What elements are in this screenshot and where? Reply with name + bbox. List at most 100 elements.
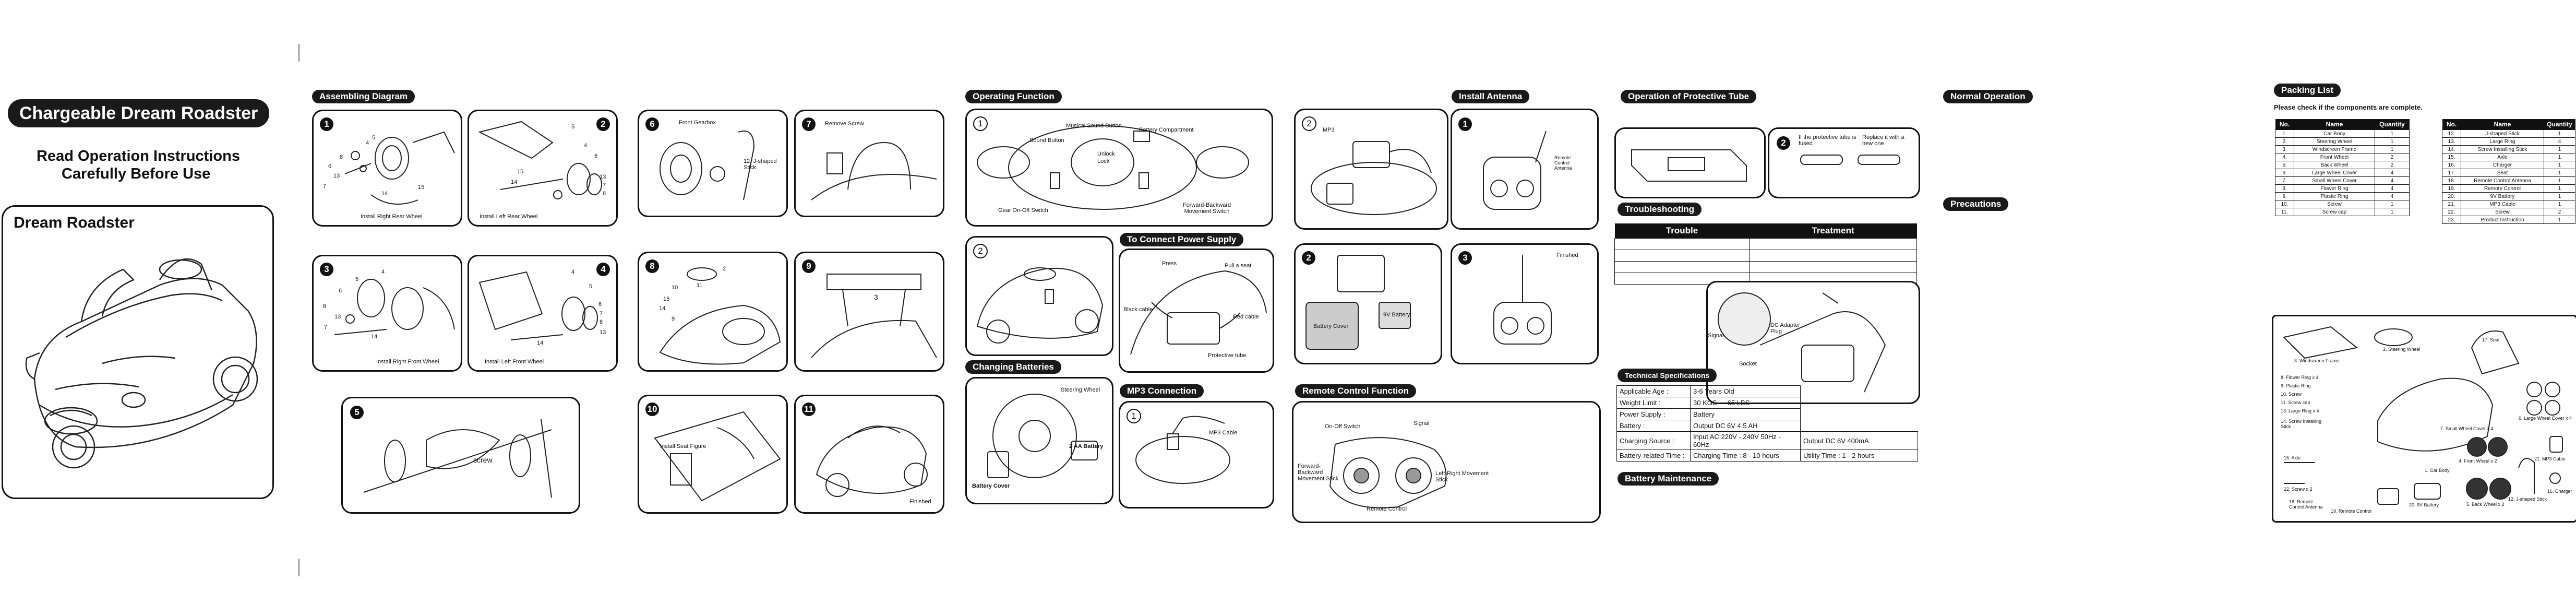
table-cell: Back Wheel [2294,161,2375,169]
assembly-step-8-panel: 8 2 10 11 15 14 9 [638,252,788,372]
step-number: 3 [1458,251,1472,265]
label: 7 [600,311,603,317]
table-cell: 2 [2375,161,2410,169]
steering-wheel-battery-icon [987,394,1098,478]
table-cell: 23. [2442,216,2461,224]
battery-insert-icon [1305,255,1411,350]
table-cell: 3. [2275,145,2294,153]
table-cell: 8. [2275,184,2294,193]
label: Install Seat Figure [660,443,706,450]
table-cell: 2 [2544,208,2575,216]
protective-tube-step-1 [1614,127,1766,198]
table-cell: 6. [2275,169,2294,177]
table-row [1614,261,1917,273]
label: 8 [603,191,606,197]
label: Protective tube [1208,352,1247,359]
step-number: 2 [1777,136,1790,150]
table-cell: 1 [2544,192,2575,200]
label: 2 [723,266,726,272]
part-label: 17. Seat [2482,337,2500,342]
assembling-diagram-heading: Assembling Diagram [312,90,415,103]
changing-batteries-heading: Changing Batteries [965,360,1061,374]
part-label: 1. Car Body [2425,468,2450,473]
seat-wheel-install-icon [659,267,781,365]
table-cell: 11. [2275,208,2294,216]
normal-operation-heading: Normal Operation [1943,90,2033,103]
part-label: 2. Steering Wheel [2383,347,2421,352]
remote-control-function-panel: On-Off Switch Signal Forward-Backward Mo… [1292,401,1601,523]
fuse-replace-icon [1800,155,1900,165]
table-cell: 2 [2375,153,2410,161]
remote-control-function-heading: Remote Control Function [1295,384,1416,398]
table-cell: 1. [2275,129,2294,138]
table-cell: 1 [2375,145,2410,153]
table-cell: MP3 Cable [2461,200,2544,208]
front-gearbox-icon [660,131,755,200]
label: Replace it with a new one [1862,134,1904,147]
table-cell: Axle [2461,153,2544,161]
label: 2 AA Battery [1069,443,1104,450]
part-label: 16. Charger [2547,489,2572,494]
mp3-player-connection-icon [1311,141,1437,215]
label: Musical Sound Button [1066,123,1122,129]
part-label: 19. Remote Control [2331,509,2372,514]
label: 14 [537,340,544,346]
label: 8 [600,319,603,325]
table-cell: 16. [2442,161,2461,169]
label: 6 [339,288,342,294]
label: MP3 [1323,127,1335,133]
antenna-battery-panel: 2 Battery Cover 9V Battery [1294,243,1442,364]
table-cell: 2. [2275,137,2294,146]
label: 8 [340,154,343,160]
part-label: 11. Screw cap [2281,400,2310,405]
label: 15 [418,184,425,191]
label: Sound Button [1029,137,1064,144]
remote-control-sticks-illustration [1329,437,1447,509]
label: 6 [328,163,332,170]
label: 9 [672,316,675,322]
col-header: Quantity [2544,119,2575,130]
charger-plug-panel: Signal DC Adapter Plug Socket [1706,281,1920,404]
label: 14 [371,334,378,340]
table-cell: 1 [2544,176,2575,185]
label: 15 [663,296,670,302]
assembly-step-3-panel: 3 4 5 6 7 8 13 14 Install Right Front Wh… [312,255,462,372]
assembly-step-10-panel: 10 Install Seat Figure [638,395,788,514]
mp3-connection-heading: MP3 Connection [1120,384,1204,398]
step-number: 1 [1127,409,1141,423]
protective-tube-box-icon [1631,149,1747,182]
table-cell: 19. [2442,184,2461,193]
part-label: 8. Flower Ring x 4 [2281,375,2319,380]
operating-step-2-panel: 2 [965,236,1113,356]
part-label: 15. Axle [2284,455,2301,460]
label: 13 [600,174,606,180]
part-label: 13. Large Ring x 4 [2281,408,2319,413]
table-cell: 18. [2442,176,2461,185]
table-row [1614,250,1917,262]
step-number: 1 [1458,117,1472,131]
table-cell: 7. [2275,176,2294,185]
table-cell: Large Ring [2461,137,2544,146]
label: DC Adapter Plug [1770,322,1800,335]
battery-connection-illustration [1130,270,1267,355]
part-label: 7. Small Wheel Cover x 4 [2440,426,2494,431]
table-cell: 1 [2544,161,2575,169]
part-label: 20. 9V Battery [2409,502,2439,507]
technical-specifications-heading: Technical Specifications [1618,369,1717,382]
label: 12. J-shaped Stick [744,158,777,171]
label: 14 [659,305,666,312]
step-number: 11 [802,403,816,416]
part-label: 9. Plastic Ring [2281,383,2311,388]
table-row: Weight Limit :30 KGS --- 65 LBS [1616,397,1918,409]
cover-title: Chargeable Dream Roadster [8,99,270,127]
table-cell: 1 [2375,137,2410,146]
table-cell: 13. [2442,137,2461,146]
table-cell: 1 [2544,184,2575,193]
